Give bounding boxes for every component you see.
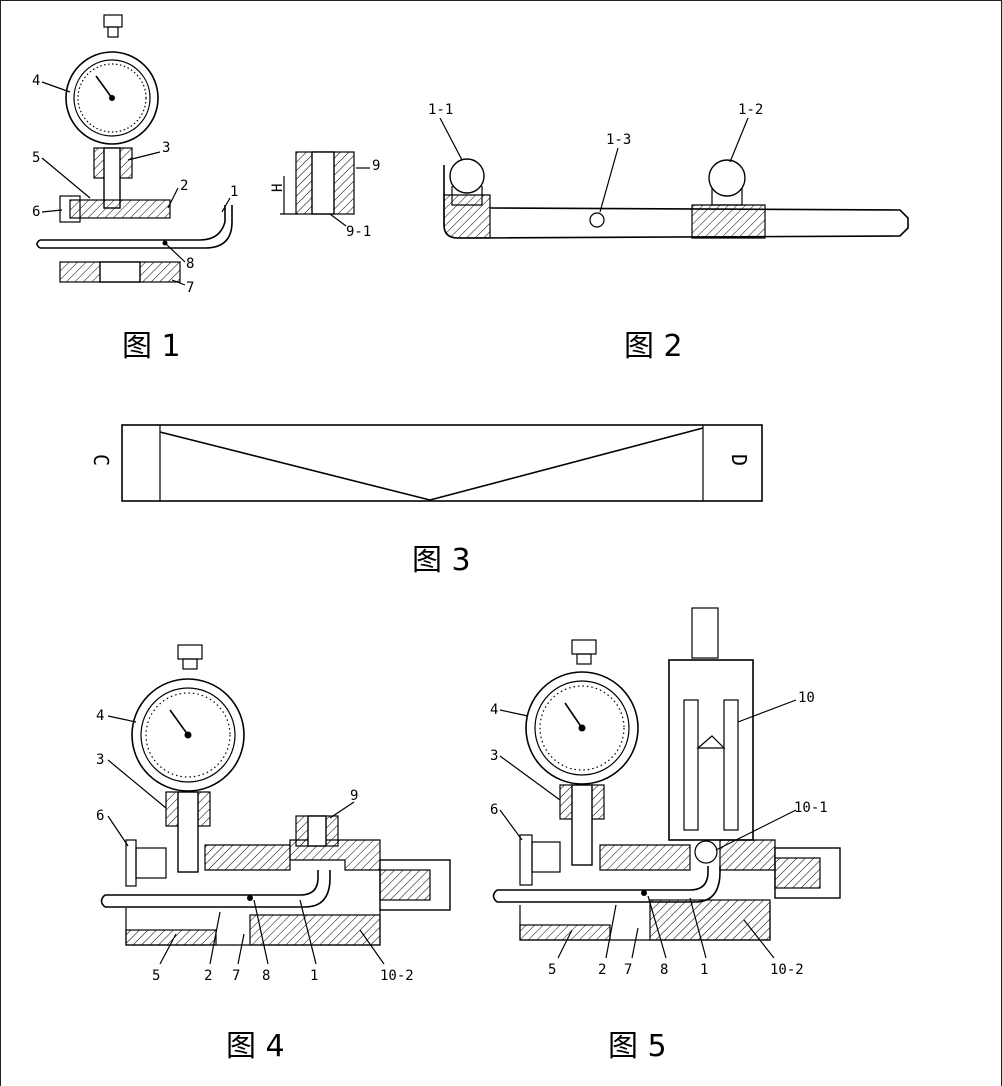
dial-gauge-icon <box>131 678 245 792</box>
figure-5-caption: 图 5 <box>608 1029 667 1064</box>
fig1-label-1: 1 <box>230 184 238 200</box>
fig3-label-d: D <box>727 454 751 466</box>
figure-2-caption: 图 2 <box>624 329 683 364</box>
fig5-label-7: 7 <box>624 962 632 978</box>
fig4-label-8: 8 <box>262 968 270 984</box>
fig1-label-8: 8 <box>186 256 194 272</box>
part9-label-9: 9 <box>372 158 380 174</box>
figure-4-drawing <box>100 644 451 965</box>
part9-label-9-1: 9-1 <box>346 224 371 240</box>
fig3-label-c: C <box>89 454 113 466</box>
figure-4-caption: 图 4 <box>226 1029 285 1064</box>
fig1-label-5: 5 <box>32 150 40 166</box>
fig4-label-9: 9 <box>350 788 358 804</box>
figure-3-caption: 图 3 <box>412 543 471 578</box>
fig4-label-7: 7 <box>232 968 240 984</box>
fig1-label-3: 3 <box>162 140 170 156</box>
fig5-label-3: 3 <box>490 748 498 764</box>
fig2-label-1-3: 1-3 <box>606 132 631 148</box>
fig5-label-10-1: 10-1 <box>794 800 828 816</box>
fig2-label-1-1: 1-1 <box>428 102 453 118</box>
fig1-label-6: 6 <box>32 204 40 220</box>
fig1-label-4: 4 <box>32 73 40 89</box>
fig1-label-2: 2 <box>180 178 188 194</box>
figure-1-caption: 图 1 <box>122 329 181 364</box>
fig5-label-8: 8 <box>660 962 668 978</box>
fig5-label-10: 10 <box>798 690 815 706</box>
part9-label-h: H <box>270 184 286 192</box>
figure-3-drawing <box>121 424 763 502</box>
fig1-label-7: 7 <box>186 280 194 296</box>
fig5-label-4: 4 <box>490 702 498 718</box>
figure-2-drawing <box>439 117 909 239</box>
fig5-label-5: 5 <box>548 962 556 978</box>
fig4-label-2: 2 <box>204 968 212 984</box>
fig4-label-3: 3 <box>96 752 104 768</box>
fig5-label-1: 1 <box>700 962 708 978</box>
fig2-label-1-2: 1-2 <box>738 102 763 118</box>
figure-5-drawing <box>492 607 841 959</box>
fig4-label-5: 5 <box>152 968 160 984</box>
dial-gauge-icon <box>525 671 639 785</box>
fig5-label-2: 2 <box>598 962 606 978</box>
fig4-label-6: 6 <box>96 808 104 824</box>
fig5-label-10-2: 10-2 <box>770 962 804 978</box>
fig4-label-4: 4 <box>96 708 104 724</box>
fig4-label-10-2: 10-2 <box>380 968 414 984</box>
dial-gauge-icon <box>65 51 159 145</box>
figure-1-drawing <box>36 14 233 286</box>
part-9-detail-drawing <box>280 151 370 227</box>
fig5-label-6: 6 <box>490 802 498 818</box>
fig4-label-1: 1 <box>310 968 318 984</box>
